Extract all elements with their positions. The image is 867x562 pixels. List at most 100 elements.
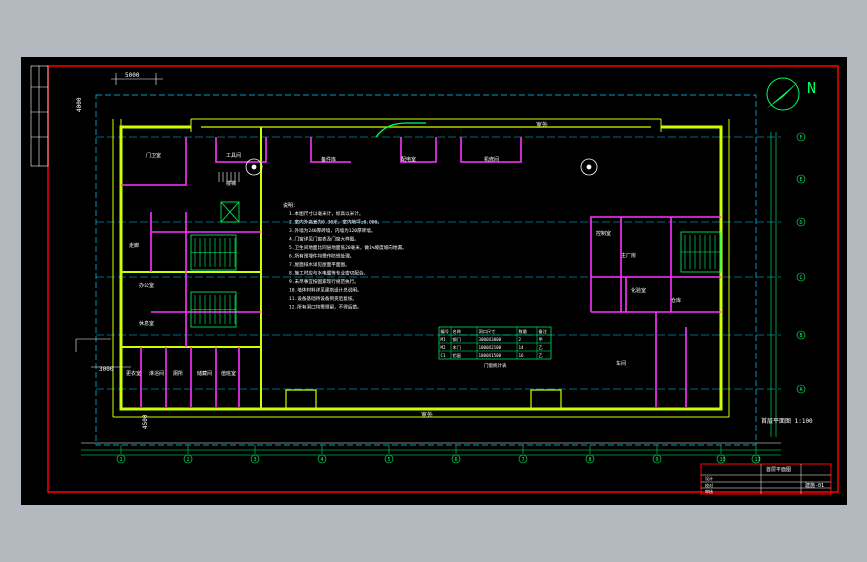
hatch-lines: [191, 235, 721, 324]
notes-block: 1.本图尺寸以毫米计，标高以米计。 2.室内外高差为0.30米，室内地坪±0.00…: [289, 210, 407, 311]
title-block-row: 审核: [705, 488, 713, 494]
dim-left-vertical: 4000: [76, 97, 83, 112]
notes-title: 说明：: [283, 202, 298, 209]
note-line: 9.未尽事宜按国家现行规范执行。: [289, 278, 359, 285]
entrances: [285, 122, 562, 409]
note-line: 6.所有预埋件均需作防锈处理。: [289, 253, 354, 260]
grid-label: 7: [522, 457, 525, 463]
table-cell: 14: [519, 345, 525, 350]
note-line: 12.所有洞口均需预留，不得后凿。: [289, 304, 362, 311]
table-cell: C1: [441, 353, 447, 358]
room-label: 门卫室: [146, 152, 161, 159]
room-label: 化验室: [631, 287, 646, 294]
equipment-hatches: [190, 201, 722, 328]
table-cell: M2: [441, 345, 447, 350]
table-cell: 备注: [539, 328, 548, 335]
room-label: 车间: [616, 360, 626, 367]
outdoor-label-top: 室外: [536, 121, 548, 129]
grid-label: 4: [321, 457, 324, 463]
grid-bubble: [796, 174, 806, 184]
grid-bubble: [796, 132, 806, 142]
grid-label: B: [800, 333, 803, 339]
note-line: 8.施工时应与水电暖等专业密切配合。: [289, 270, 368, 277]
table-cell: 1000X2100: [479, 345, 502, 350]
grid-bubble: [796, 272, 806, 282]
dim-top: 5000: [125, 72, 140, 79]
room-label: 仓库: [671, 297, 681, 304]
title-block-row: 校对: [705, 482, 713, 488]
drawing-canvas: N 5000 3000 4000 4500 室外 室外 门卫室 工具间 走廊 楼…: [21, 57, 847, 505]
room-label: 控制室: [596, 230, 611, 237]
grid-label: A: [800, 387, 803, 393]
grid-bubble: [796, 384, 806, 394]
table-cell: 乙: [539, 344, 543, 350]
outdoor-label-bottom: 室外: [421, 411, 433, 419]
grid-label: 8: [589, 457, 592, 463]
note-line: 3.外墙为240厚砖墙，内墙为120厚砖墙。: [289, 227, 375, 234]
room-label: 备件库: [321, 156, 336, 163]
room-label: 走廊: [129, 242, 139, 249]
title-block-no: 建施-01: [805, 482, 824, 489]
table-cell: 钢门: [453, 336, 461, 343]
note-line: 4.门窗详见门窗表及门窗大样图。: [289, 236, 359, 243]
grid-bubble: [796, 330, 806, 340]
inner-wall-lines: [112, 118, 730, 418]
grid-label: F: [800, 135, 803, 141]
note-line: 1.本图尺寸以毫米计，标高以米计。: [289, 210, 363, 217]
left-stamp-strip: [30, 65, 49, 167]
table-cell: 乙: [539, 352, 543, 358]
grid-label: D: [800, 220, 803, 226]
table-cell: M1: [441, 337, 447, 342]
room-label: 值班室: [221, 370, 236, 377]
note-line: 11.设备基础待设备到货后复核。: [289, 295, 357, 302]
room-label: 储藏间: [197, 370, 212, 377]
grid-label: 3: [254, 457, 257, 463]
table-cell: 洞口尺寸: [479, 328, 496, 335]
grid-label: 6: [455, 457, 458, 463]
note-line: 2.室内外高差为0.30米，室内地坪±0.000。: [289, 219, 382, 226]
room-label: 配电室: [401, 156, 416, 163]
grid-label: 10: [720, 457, 726, 463]
room-label: 楼梯: [226, 180, 236, 187]
room-label: 淋浴间: [149, 370, 164, 377]
scale-caption: 首层平面图 1:100: [761, 417, 813, 425]
table-cell: 1800X1500: [479, 353, 502, 358]
table-cell: 甲: [539, 337, 543, 343]
dim-left-bottom: 4500: [142, 414, 149, 429]
north-arrow-icon: [766, 77, 800, 111]
floor-plan-svg: N 5000 3000 4000 4500 室外 室外 门卫室 工具间 走廊 楼…: [30, 65, 839, 495]
table-cell: 16: [519, 353, 525, 358]
dim-left: 3000: [99, 366, 114, 373]
title-block-project: 首层平面图: [766, 466, 791, 473]
grid-label: C: [800, 275, 803, 281]
grid-label: 5: [388, 457, 391, 463]
grid-label: 2: [187, 457, 190, 463]
room-label: 机修间: [484, 156, 499, 163]
partitions: [121, 137, 721, 407]
north-label: N: [807, 79, 816, 97]
grid-label: 11: [755, 457, 761, 463]
room-label: 主厂房: [621, 252, 636, 259]
dimension-annotations: [75, 73, 163, 368]
note-line: 5.卫生间地面比同层地面低20毫米，做1%坡度坡向地漏。: [289, 244, 407, 251]
grid-label: 9: [656, 457, 659, 463]
room-label: 工具间: [226, 152, 241, 159]
column-markers: [245, 158, 598, 176]
room-label: 更衣室: [126, 370, 141, 377]
title-block-row: 设计: [705, 475, 713, 481]
table-caption: 门窗统计表: [484, 362, 507, 369]
drawing-frame: [47, 65, 839, 493]
room-label: 厕所: [173, 370, 183, 377]
note-line: 7.屋面排水详见屋面平面图。: [289, 261, 350, 268]
table-cell: 3000X3000: [479, 337, 502, 342]
table-cell: 名称: [453, 328, 461, 335]
table-cell: 铝窗: [453, 352, 461, 359]
title-block: [700, 463, 832, 495]
exterior-walls: [119, 119, 723, 411]
room-label: 休息室: [139, 320, 154, 327]
horizontal-axis-lines: [96, 136, 781, 390]
stair-symbol: [218, 172, 240, 182]
table-cell: 数量: [519, 328, 527, 335]
